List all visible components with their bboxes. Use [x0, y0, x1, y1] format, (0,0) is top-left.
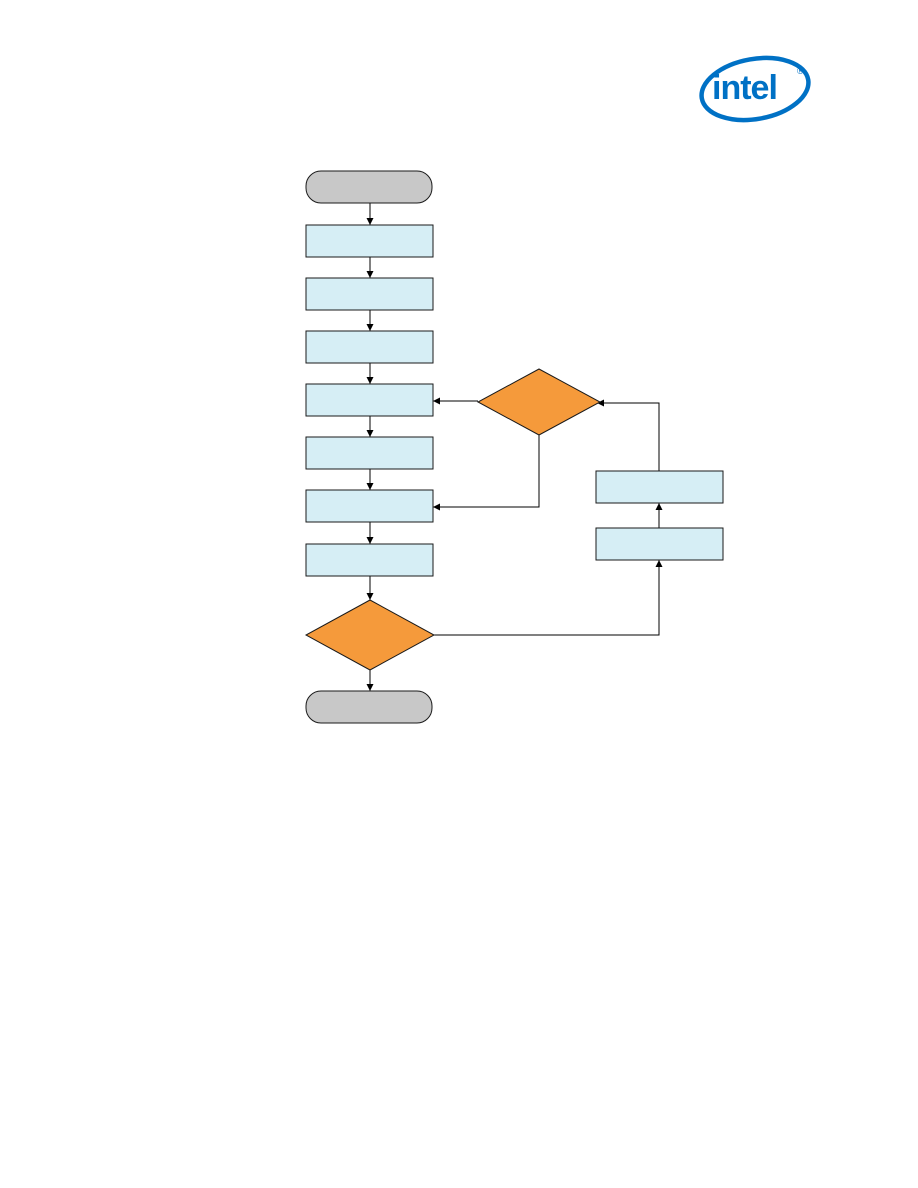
process-steps — [305, 224, 724, 577]
logo-wordmark: intel — [712, 69, 777, 107]
process-side-2 — [595, 527, 724, 561]
connectors — [366, 203, 663, 691]
terminals — [305, 170, 433, 724]
connector-decision-loop-to-step6 — [433, 434, 540, 511]
logo-swoosh — [699, 55, 811, 123]
connector-side1-to-decision-loop — [597, 399, 660, 471]
intel-logo: intel ® — [699, 55, 811, 123]
decision-main — [304, 599, 436, 671]
process-step-7 — [305, 543, 434, 577]
decisions — [304, 368, 602, 671]
process-step-6 — [305, 489, 434, 523]
process-side-1 — [595, 470, 724, 504]
process-step-1 — [305, 224, 434, 258]
connector-decision-main-to-side2 — [434, 560, 663, 636]
process-step-4 — [305, 383, 434, 417]
terminal-start — [305, 170, 433, 204]
process-step-2 — [305, 277, 434, 311]
logo-registered-mark: ® — [797, 66, 804, 76]
process-step-5 — [305, 436, 434, 470]
decision-loop — [476, 368, 602, 436]
terminal-end — [305, 690, 433, 724]
process-step-3 — [305, 330, 434, 364]
